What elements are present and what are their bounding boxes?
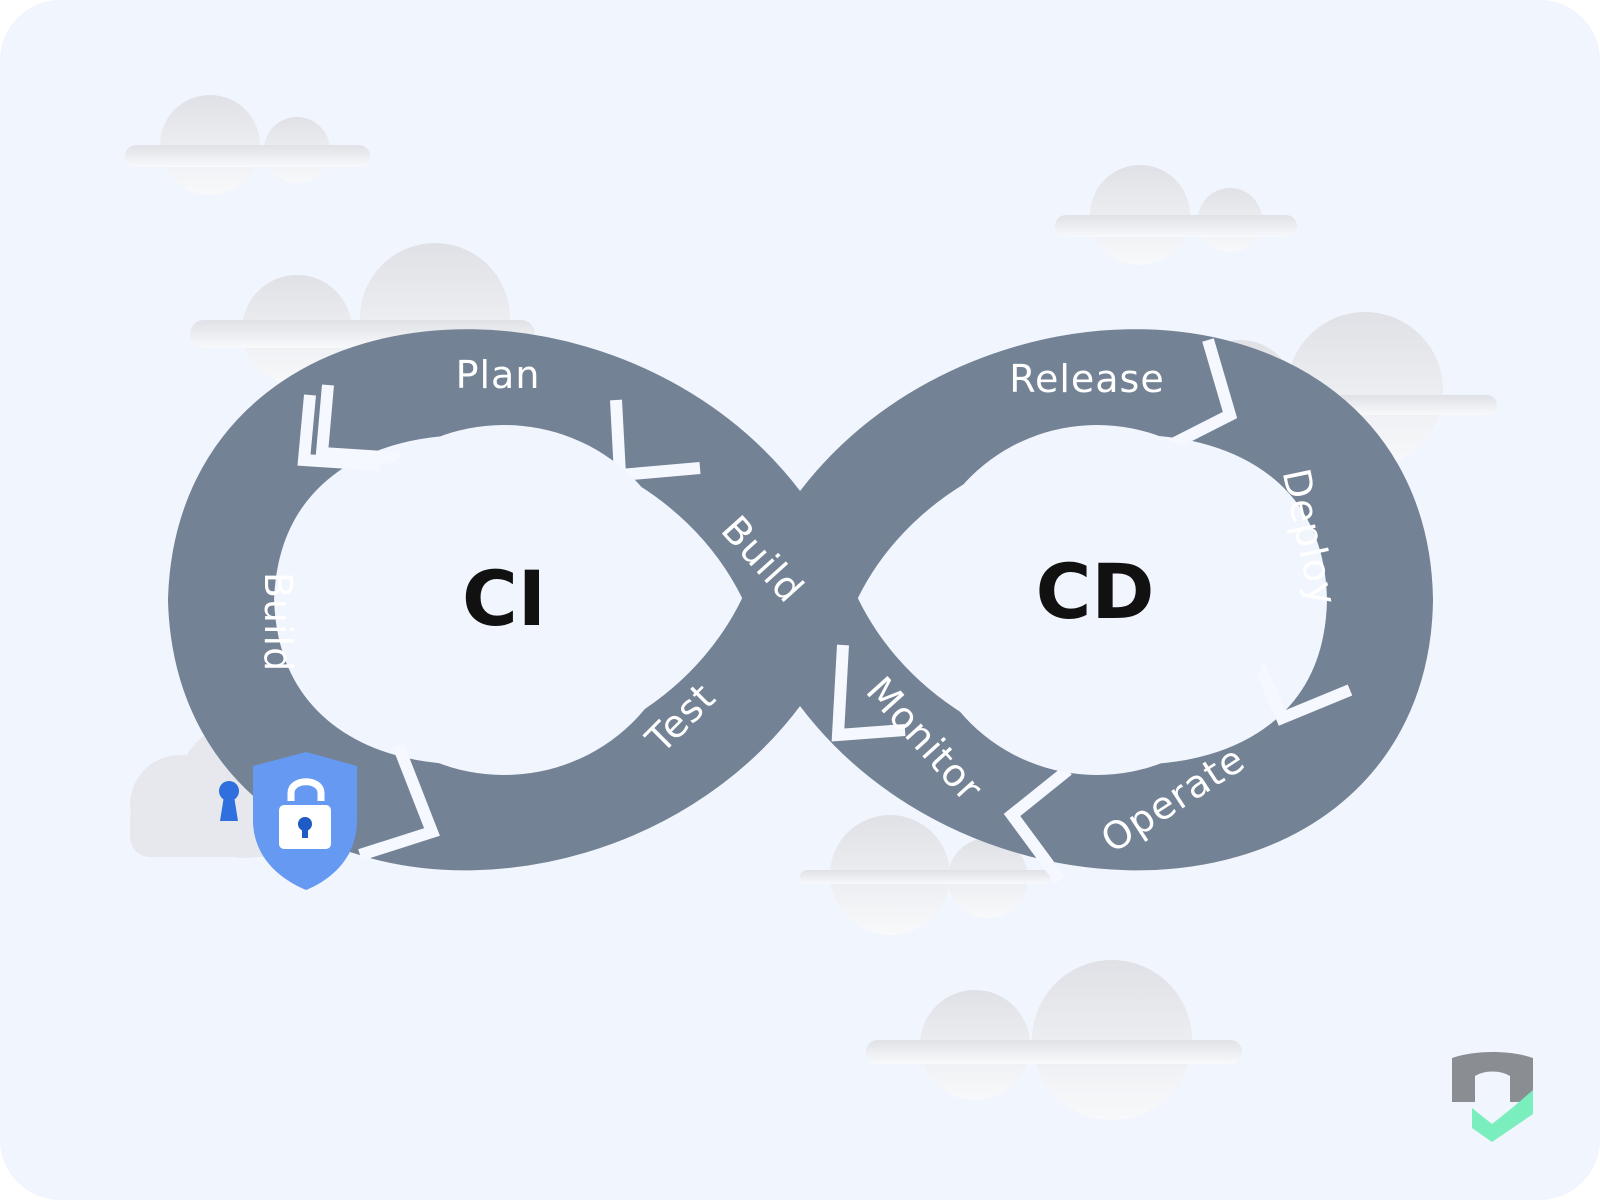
ci-loop-hole: [324, 425, 684, 775]
cloud-bottom: [866, 960, 1242, 1120]
cloud-top-right: [1055, 165, 1297, 265]
shield-lock-icon: [253, 752, 357, 890]
stage-plan-label: Plan: [456, 353, 541, 397]
cloud-top-left: [125, 95, 370, 195]
segment-gaps: [297, 338, 1353, 884]
stage-build-left-label: Build: [256, 572, 300, 672]
loop-band: [168, 329, 1433, 871]
brand-logo-icon: [1452, 1052, 1533, 1142]
cd-loop-hole: [919, 425, 1275, 775]
ci-label: CI: [462, 554, 546, 643]
keyhole-icon: [219, 781, 239, 821]
infinity-loop: [168, 329, 1433, 884]
cd-label: CD: [1036, 547, 1155, 636]
cloud-bottom-middle: [800, 815, 1050, 935]
stage-release-label: Release: [1009, 357, 1164, 401]
